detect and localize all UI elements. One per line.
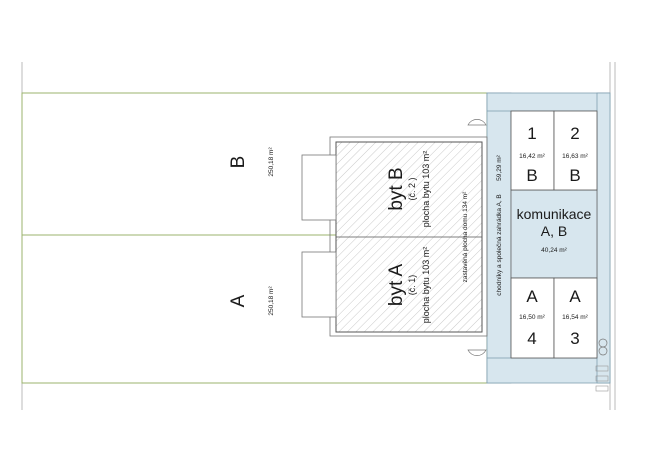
- tree-icon: [467, 119, 487, 126]
- shared-garden-label: chodníky a společná zahrádka A, B: [496, 194, 503, 296]
- parking-space-3: [553, 277, 598, 359]
- garden-top: [486, 92, 611, 112]
- plot-b-letter: B: [228, 156, 249, 169]
- byt-a-area: plocha bytu 103 m²: [421, 247, 431, 324]
- parking-2-number: 2: [570, 124, 579, 143]
- built-area-label: zastavěná plocha domu 134 m²: [462, 191, 469, 283]
- plot-b-area: 250,18 m²: [268, 147, 275, 177]
- parking-2-letter: B: [569, 166, 580, 185]
- garden-right: [596, 92, 611, 384]
- parking-3-number: 3: [570, 329, 579, 348]
- parking-2-area: 16,63 m²: [562, 153, 588, 160]
- byt-b-area: plocha bytu 103 m²: [421, 151, 431, 228]
- parking-3-letter: A: [569, 287, 581, 306]
- byt-a-number: (č. 1): [407, 275, 417, 296]
- parking-1-letter: B: [526, 166, 537, 185]
- plot-a-letter: A: [228, 294, 249, 307]
- garden-bottom: [486, 357, 611, 384]
- parking-4-letter: A: [526, 287, 538, 306]
- byt-b-number: (č. 2 ): [407, 177, 417, 200]
- shared-garden-area: 59,29 m²: [496, 154, 503, 180]
- terrace-a: [301, 251, 337, 318]
- parking-space-2: [553, 110, 598, 191]
- parking-1-area: 16,42 m²: [519, 153, 545, 160]
- parking-4-area: 16,50 m²: [519, 314, 545, 321]
- fence-marker: [595, 385, 609, 392]
- shared-garden: [486, 92, 512, 384]
- tree-icon: [467, 349, 487, 356]
- plot-a-area: 250,18 m²: [268, 286, 275, 316]
- terrace-b: [301, 154, 337, 221]
- house-outer-wall: [329, 136, 488, 337]
- road-label-2: A, B: [541, 223, 567, 239]
- fence-marker: [595, 375, 609, 382]
- byt-b-title: byt B: [386, 167, 407, 210]
- parking-1-number: 1: [527, 124, 536, 143]
- road-area-value: 40,24 m²: [541, 247, 567, 254]
- parking-3-area: 16,54 m²: [562, 314, 588, 321]
- shrub-icon: [598, 346, 608, 356]
- parking-4-number: 4: [527, 329, 536, 348]
- byt-a-title: byt A: [386, 264, 407, 307]
- fence-marker: [595, 365, 609, 372]
- road-shade: [511, 190, 597, 278]
- road-label: komunikace: [517, 206, 592, 222]
